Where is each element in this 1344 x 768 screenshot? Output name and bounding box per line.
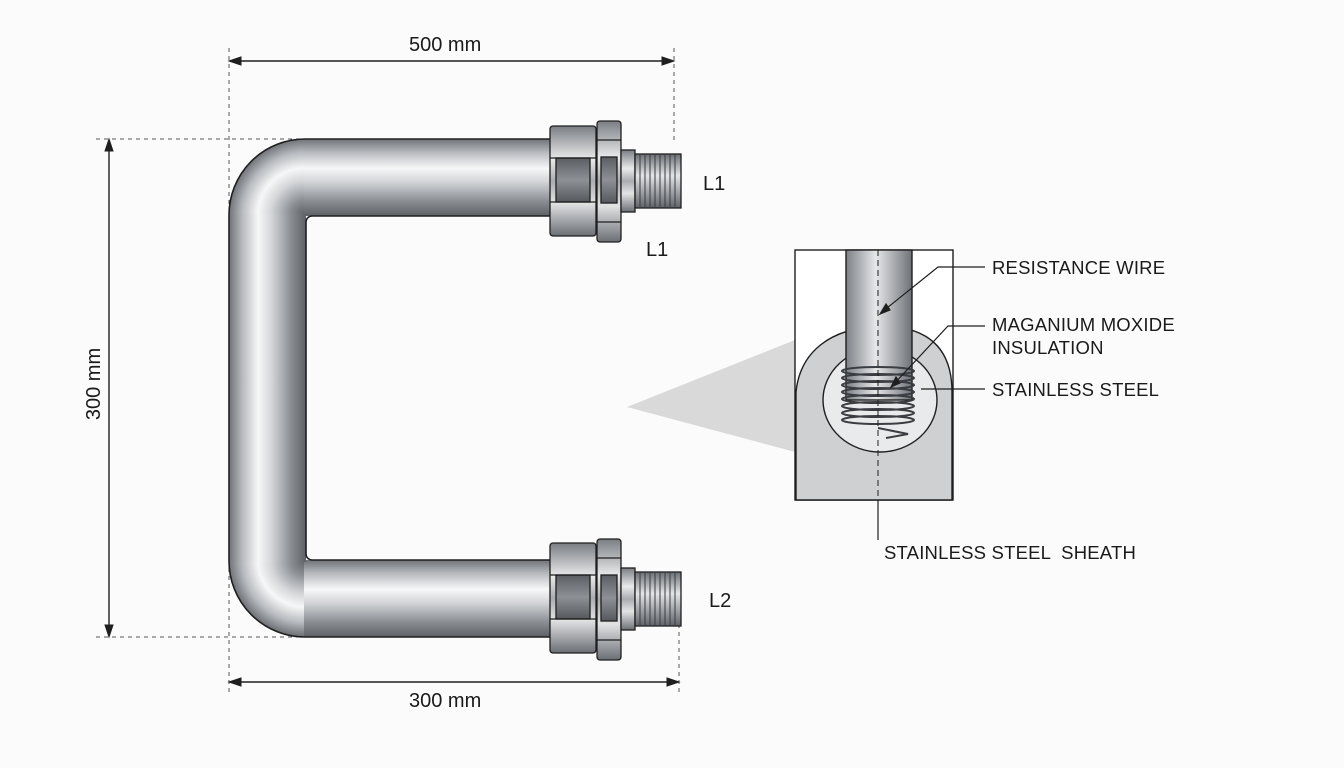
resistance-wire-label: RESISTANCE WIRE: [992, 257, 1166, 278]
top-dimension-arrow-right: [661, 56, 676, 66]
terminal-l1-label: L1: [703, 173, 726, 195]
terminal-l2-label: L2: [709, 590, 732, 612]
bottom-dimension-arrow-left: [227, 677, 242, 687]
insulation-label-line2: INSULATION: [992, 337, 1104, 358]
resistance-wire-arrow: [878, 302, 891, 316]
dimension-lines: [96, 48, 681, 692]
upper-threaded-stud: [634, 153, 682, 209]
lower-washer: [620, 567, 636, 631]
resistance-wire-leader: [881, 266, 985, 313]
insulation-leader: [892, 325, 985, 386]
bottom-width-label: 300 mm: [409, 690, 482, 712]
detail-cross-section: [794, 249, 954, 540]
upper-terminal: [549, 120, 682, 243]
sheath-label: STAINLESS STEEL SHEATH: [884, 542, 1137, 563]
callout-leaders: [878, 266, 985, 390]
bottom-dimension-arrow-right: [666, 677, 681, 687]
height-dimension-arrow-bottom: [104, 624, 114, 639]
conductor-rod: [845, 249, 913, 401]
lower-terminal: [549, 538, 682, 661]
lower-hex-nut-face: [555, 574, 591, 620]
upper-lock-nut-face: [600, 156, 618, 204]
lower-leg: [304, 560, 554, 637]
upper-thread-lines: [639, 154, 676, 208]
lower-bend: [229, 561, 305, 637]
tube-outline: [228, 138, 555, 638]
lower-threaded-stud: [634, 571, 682, 627]
insulation-label-line1: MAGANIUM MOXIDE: [992, 314, 1175, 335]
lower-lock-nut-face: [600, 574, 618, 622]
upper-leg: [304, 139, 554, 216]
insulation-arrow: [889, 375, 901, 389]
height-dimension-arrow-top: [104, 137, 114, 152]
height-label: 300 mm: [83, 347, 105, 421]
top-dimension-arrow-left: [227, 56, 242, 66]
upper-washer: [620, 149, 636, 213]
terminal-l1-lower-label: L1: [646, 239, 669, 261]
lower-thread-lines: [639, 572, 676, 626]
top-width-label: 500 mm: [409, 34, 482, 56]
vertical-leg: [229, 214, 306, 562]
upper-bend: [229, 139, 305, 215]
magnifier-cone: [627, 340, 795, 452]
upper-hex-nut-face: [555, 157, 591, 203]
u-tube: [228, 138, 555, 638]
stainless-steel-label: STAINLESS STEEL: [992, 379, 1160, 400]
